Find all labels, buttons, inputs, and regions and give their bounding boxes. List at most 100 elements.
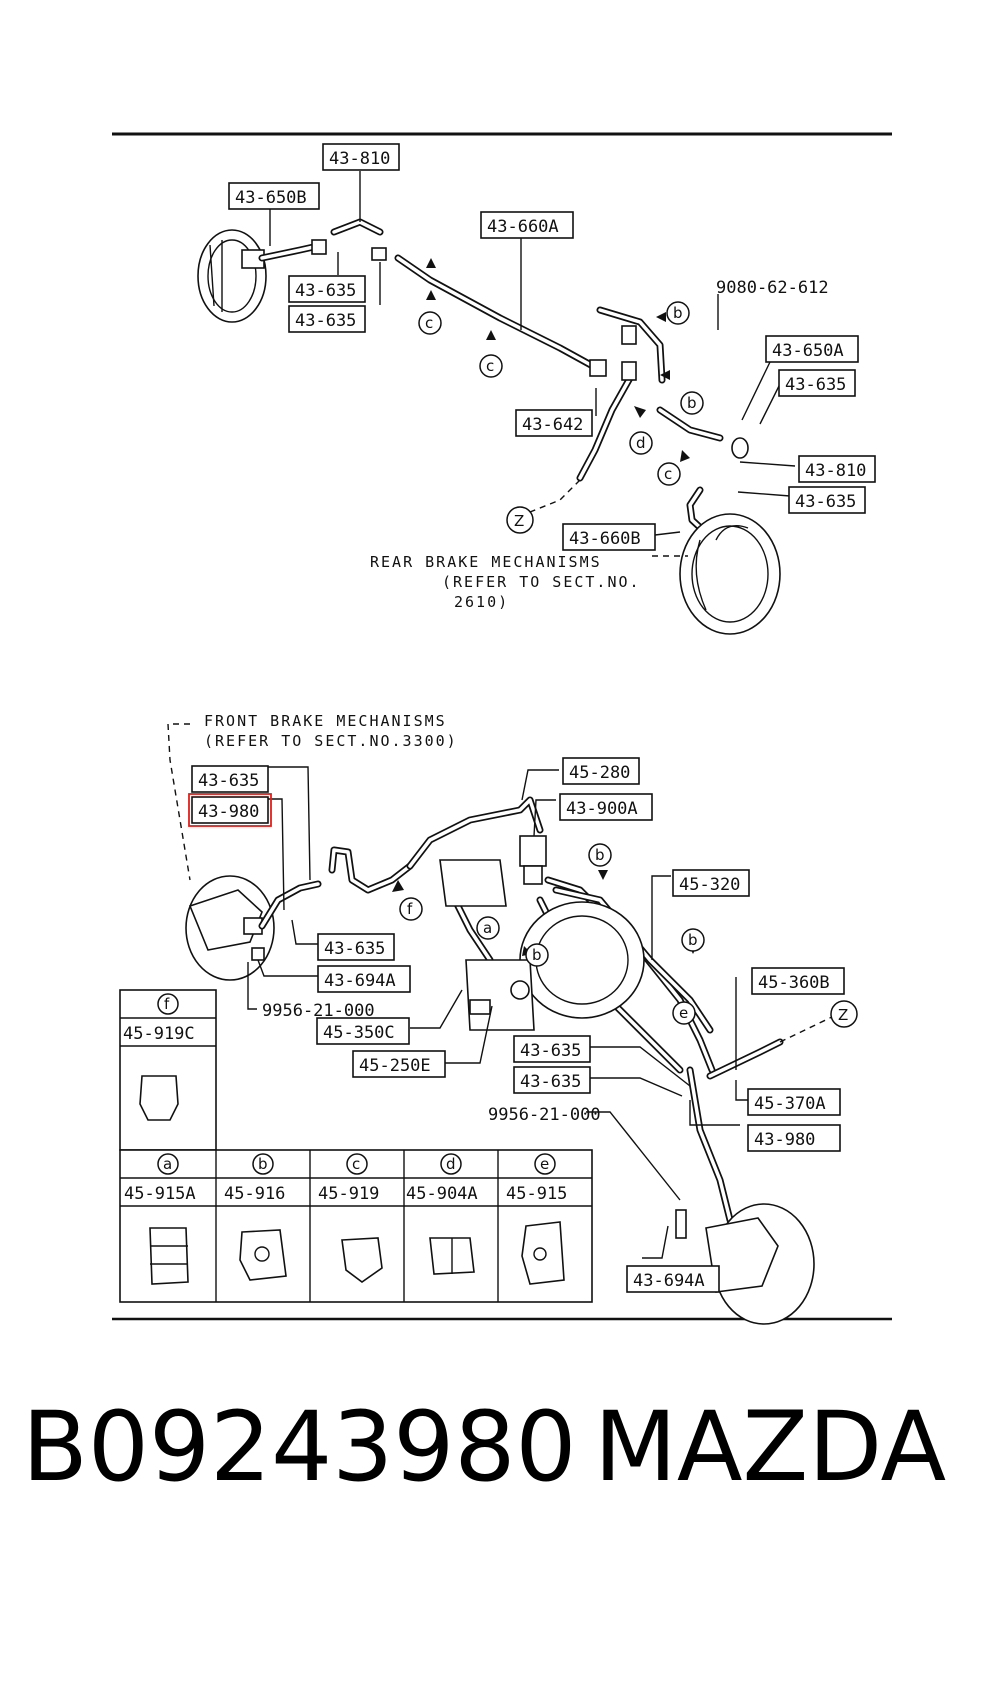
dash-front-mech: [167, 723, 191, 881]
svg-text:REAR BRAKE MECHANISMS: REAR BRAKE MECHANISMS: [370, 553, 602, 571]
callout-43-660A: 43-660A: [480, 211, 574, 239]
callout-45-350C: 45-350C: [316, 1017, 410, 1045]
svg-text:a: a: [163, 1155, 172, 1173]
callout-43-660B: 43-660B: [562, 523, 656, 551]
callout-43-980-b: 43-980: [747, 1124, 841, 1152]
svg-text:f: f: [407, 900, 413, 918]
callout-43-635-b: 43-635: [288, 305, 366, 333]
svg-text:45-904A: 45-904A: [406, 1184, 478, 1204]
svg-text:45-915: 45-915: [506, 1184, 567, 1204]
rear-right-drum: [679, 437, 781, 635]
svg-text:b: b: [688, 931, 698, 949]
part-number: B09243980: [22, 1391, 577, 1503]
svg-text:43-635: 43-635: [324, 939, 385, 959]
callout-43-810-top: 43-810: [322, 143, 400, 171]
svg-text:a: a: [483, 919, 492, 937]
svg-text:b: b: [687, 394, 697, 412]
callout-43-642: 43-642: [515, 409, 593, 437]
callout-43-635-f: 43-635: [317, 933, 395, 961]
svg-text:45-350C: 45-350C: [323, 1023, 395, 1043]
svg-text:43-635: 43-635: [520, 1072, 581, 1092]
callout-43-635-e: 43-635: [191, 765, 269, 793]
svg-text:45-370A: 45-370A: [754, 1094, 826, 1114]
clip-icon-a: [149, 1227, 189, 1285]
svg-text:43-660A: 43-660A: [487, 217, 559, 237]
svg-text:43-694A: 43-694A: [324, 971, 396, 991]
front-leaders: [247, 766, 748, 1259]
brand-name: MAZDA: [594, 1391, 947, 1503]
callout-45-280: 45-280: [562, 757, 640, 785]
letter-circles: b c c b d c Z b f a b b e Z: [399, 301, 858, 1028]
callout-45-360B: 45-360B: [751, 967, 845, 995]
svg-text:43-635: 43-635: [198, 771, 259, 791]
label-9956-21-000-a: 9956-21-000: [262, 1001, 375, 1021]
svg-text:43-635: 43-635: [785, 375, 846, 395]
svg-text:b: b: [532, 946, 542, 964]
clip-icon-c: [341, 1237, 383, 1283]
svg-text:45-320: 45-320: [679, 875, 740, 895]
master-cylinder-booster: [439, 835, 645, 1031]
callout-43-810-right: 43-810: [798, 455, 876, 483]
label-9956-21-000-b: 9956-21-000: [488, 1105, 601, 1125]
svg-text:e: e: [679, 1004, 688, 1022]
svg-text:45-915A: 45-915A: [124, 1184, 196, 1204]
rear-arrows: [426, 258, 690, 462]
clip-icon-e: [521, 1221, 565, 1285]
callout-45-320: 45-320: [672, 869, 750, 897]
rear-brake-note: REAR BRAKE MECHANISMS (REFER TO SECT.NO.…: [370, 553, 639, 611]
part-footer: B09243980 MAZDA: [22, 1392, 972, 1512]
rear-leaders: [269, 171, 796, 557]
clip-icon-f: [139, 1075, 179, 1121]
svg-text:b: b: [673, 304, 683, 322]
dash-z-top: [529, 479, 581, 513]
svg-text:43-642: 43-642: [522, 415, 583, 435]
svg-text:43-635: 43-635: [295, 311, 356, 331]
front-pipes: [258, 796, 784, 1224]
svg-text:2610): 2610): [454, 593, 509, 611]
callout-43-635-d: 43-635: [788, 486, 866, 514]
rear-left-drum: [197, 229, 267, 323]
svg-text:Z: Z: [838, 1006, 848, 1024]
svg-text:f: f: [164, 995, 170, 1013]
svg-text:45-250E: 45-250E: [359, 1056, 431, 1076]
callout-45-370A: 45-370A: [747, 1088, 841, 1116]
clip-icon-b: [239, 1229, 287, 1281]
svg-text:43-650B: 43-650B: [235, 188, 307, 208]
callout-45-250E: 45-250E: [352, 1050, 446, 1078]
svg-text:43-980: 43-980: [198, 802, 259, 822]
svg-text:43-635: 43-635: [795, 492, 856, 512]
front-brake-note: FRONT BRAKE MECHANISMS (REFER TO SECT.NO…: [204, 712, 458, 750]
front-left-brake: [185, 875, 275, 981]
callout-43-635-g: 43-635: [513, 1035, 591, 1063]
svg-text:b: b: [258, 1155, 268, 1173]
callout-43-694A-b: 43-694A: [626, 1265, 720, 1293]
svg-text:43-650A: 43-650A: [772, 341, 844, 361]
svg-text:d: d: [636, 434, 646, 452]
svg-text:43-635: 43-635: [520, 1041, 581, 1061]
selection-highlight: [188, 793, 272, 827]
svg-text:FRONT BRAKE MECHANISMS: FRONT BRAKE MECHANISMS: [204, 712, 447, 730]
svg-text:Z: Z: [514, 512, 524, 530]
svg-text:b: b: [595, 846, 605, 864]
svg-text:43-810: 43-810: [805, 461, 866, 481]
svg-text:43-900A: 43-900A: [566, 799, 638, 819]
svg-text:43-694A: 43-694A: [633, 1271, 705, 1291]
dash-z-front: [779, 1015, 835, 1043]
callout-43-635-h: 43-635: [513, 1066, 591, 1094]
callout-43-635-a: 43-635: [288, 275, 366, 303]
callout-43-694A-a: 43-694A: [317, 965, 411, 993]
svg-text:43-635: 43-635: [295, 281, 356, 301]
callout-43-635-c: 43-635: [778, 369, 856, 397]
svg-text:d: d: [446, 1155, 456, 1173]
svg-text:45-360B: 45-360B: [758, 973, 830, 993]
callout-43-900A: 43-900A: [559, 793, 653, 821]
svg-text:c: c: [664, 465, 672, 483]
svg-text:45-916: 45-916: [224, 1184, 285, 1204]
svg-text:45-919: 45-919: [318, 1184, 379, 1204]
svg-text:c: c: [425, 314, 433, 332]
callout-43-980-highlight: 43-980: [188, 793, 272, 827]
svg-text:45-280: 45-280: [569, 763, 630, 783]
callout-43-650A: 43-650A: [765, 335, 859, 363]
svg-text:(REFER TO SECT.NO.3300): (REFER TO SECT.NO.3300): [204, 732, 458, 750]
